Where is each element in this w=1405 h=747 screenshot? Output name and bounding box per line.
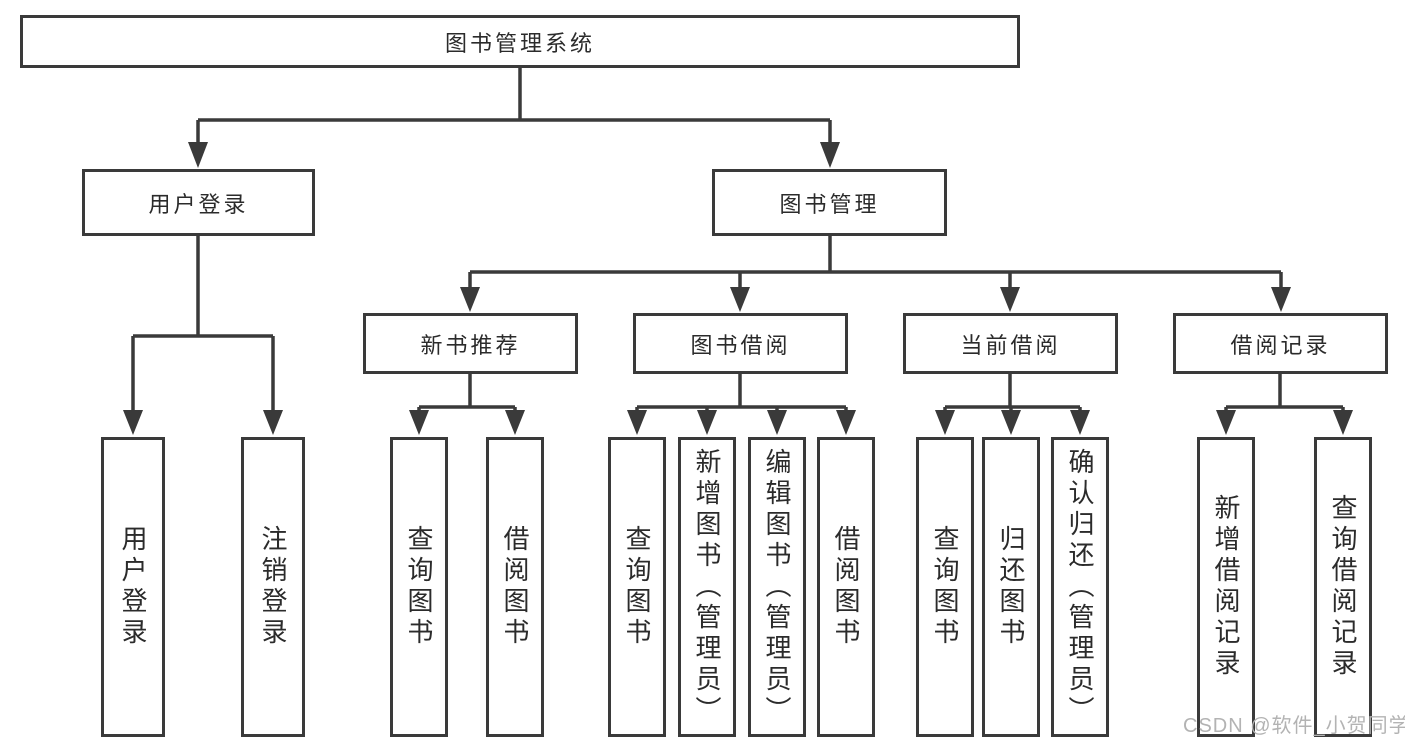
leaf-label: 查询图书 <box>930 525 960 649</box>
leaf-query-borrow-record: 查询借阅记录 <box>1314 437 1372 737</box>
bus-records-to-leaves <box>1216 374 1353 435</box>
leaf-label: 借阅图书 <box>500 525 530 649</box>
leaf-user-login: 用户登录 <box>101 437 165 737</box>
node-label: 借阅记录 <box>1230 332 1331 358</box>
leaf-label: 注销登录 <box>258 525 288 649</box>
leaf-label: 新增借阅记录 <box>1211 494 1241 680</box>
leaf-query-books-3: 查询图书 <box>916 437 974 737</box>
leaf-borrow-books-2: 借阅图书 <box>817 437 875 737</box>
node-user-login: 用户登录 <box>82 169 315 236</box>
node-label: 用户登录 <box>148 191 249 217</box>
leaf-label: 归还图书 <box>996 525 1026 649</box>
bus-current-to-leaves <box>935 374 1090 435</box>
node-label: 新书推荐 <box>420 332 521 358</box>
leaf-label: 查询借阅记录 <box>1328 494 1358 680</box>
leaf-query-books-1: 查询图书 <box>390 437 448 737</box>
leaf-borrow-books-1: 借阅图书 <box>486 437 544 737</box>
leaf-label: 编辑图书（管理员） <box>762 447 792 727</box>
leaf-label: 用户登录 <box>118 525 148 649</box>
leaf-add-borrow-record: 新增借阅记录 <box>1197 437 1255 737</box>
node-borrow-records: 借阅记录 <box>1173 313 1388 374</box>
node-label: 图书管理 <box>779 191 880 217</box>
leaf-confirm-return-admin: 确认归还（管理员） <box>1051 437 1109 737</box>
leaf-label: 借阅图书 <box>831 525 861 649</box>
leaf-label: 确认归还（管理员） <box>1065 447 1095 727</box>
leaf-label: 查询图书 <box>404 525 434 649</box>
csdn-watermark: CSDN @软件_小贺同学 <box>1183 715 1405 737</box>
leaf-add-books-admin: 新增图书（管理员） <box>678 437 736 737</box>
leaf-label: 新增图书（管理员） <box>692 447 722 727</box>
node-book-management: 图书管理 <box>712 169 947 236</box>
bus-borrow-to-leaves <box>627 374 856 435</box>
leaf-logout: 注销登录 <box>241 437 305 737</box>
leaf-edit-books-admin: 编辑图书（管理员） <box>748 437 806 737</box>
leaf-label: 查询图书 <box>622 525 652 649</box>
leaf-return-books: 归还图书 <box>982 437 1040 737</box>
node-root-system: 图书管理系统 <box>20 15 1020 68</box>
node-book-borrow: 图书借阅 <box>633 313 848 374</box>
node-new-book-recommend: 新书推荐 <box>363 313 578 374</box>
node-current-borrow: 当前借阅 <box>903 313 1118 374</box>
leaf-query-books-2: 查询图书 <box>608 437 666 737</box>
bus-root-to-level2 <box>188 68 840 168</box>
bus-newbooks-to-leaves <box>409 374 525 435</box>
bus-bookmgmt-to-level3 <box>460 236 1291 312</box>
node-root-label: 图书管理系统 <box>444 30 595 56</box>
node-label: 当前借阅 <box>960 332 1061 358</box>
node-label: 图书借阅 <box>690 332 791 358</box>
bus-userlogin-to-leaves <box>123 236 283 435</box>
